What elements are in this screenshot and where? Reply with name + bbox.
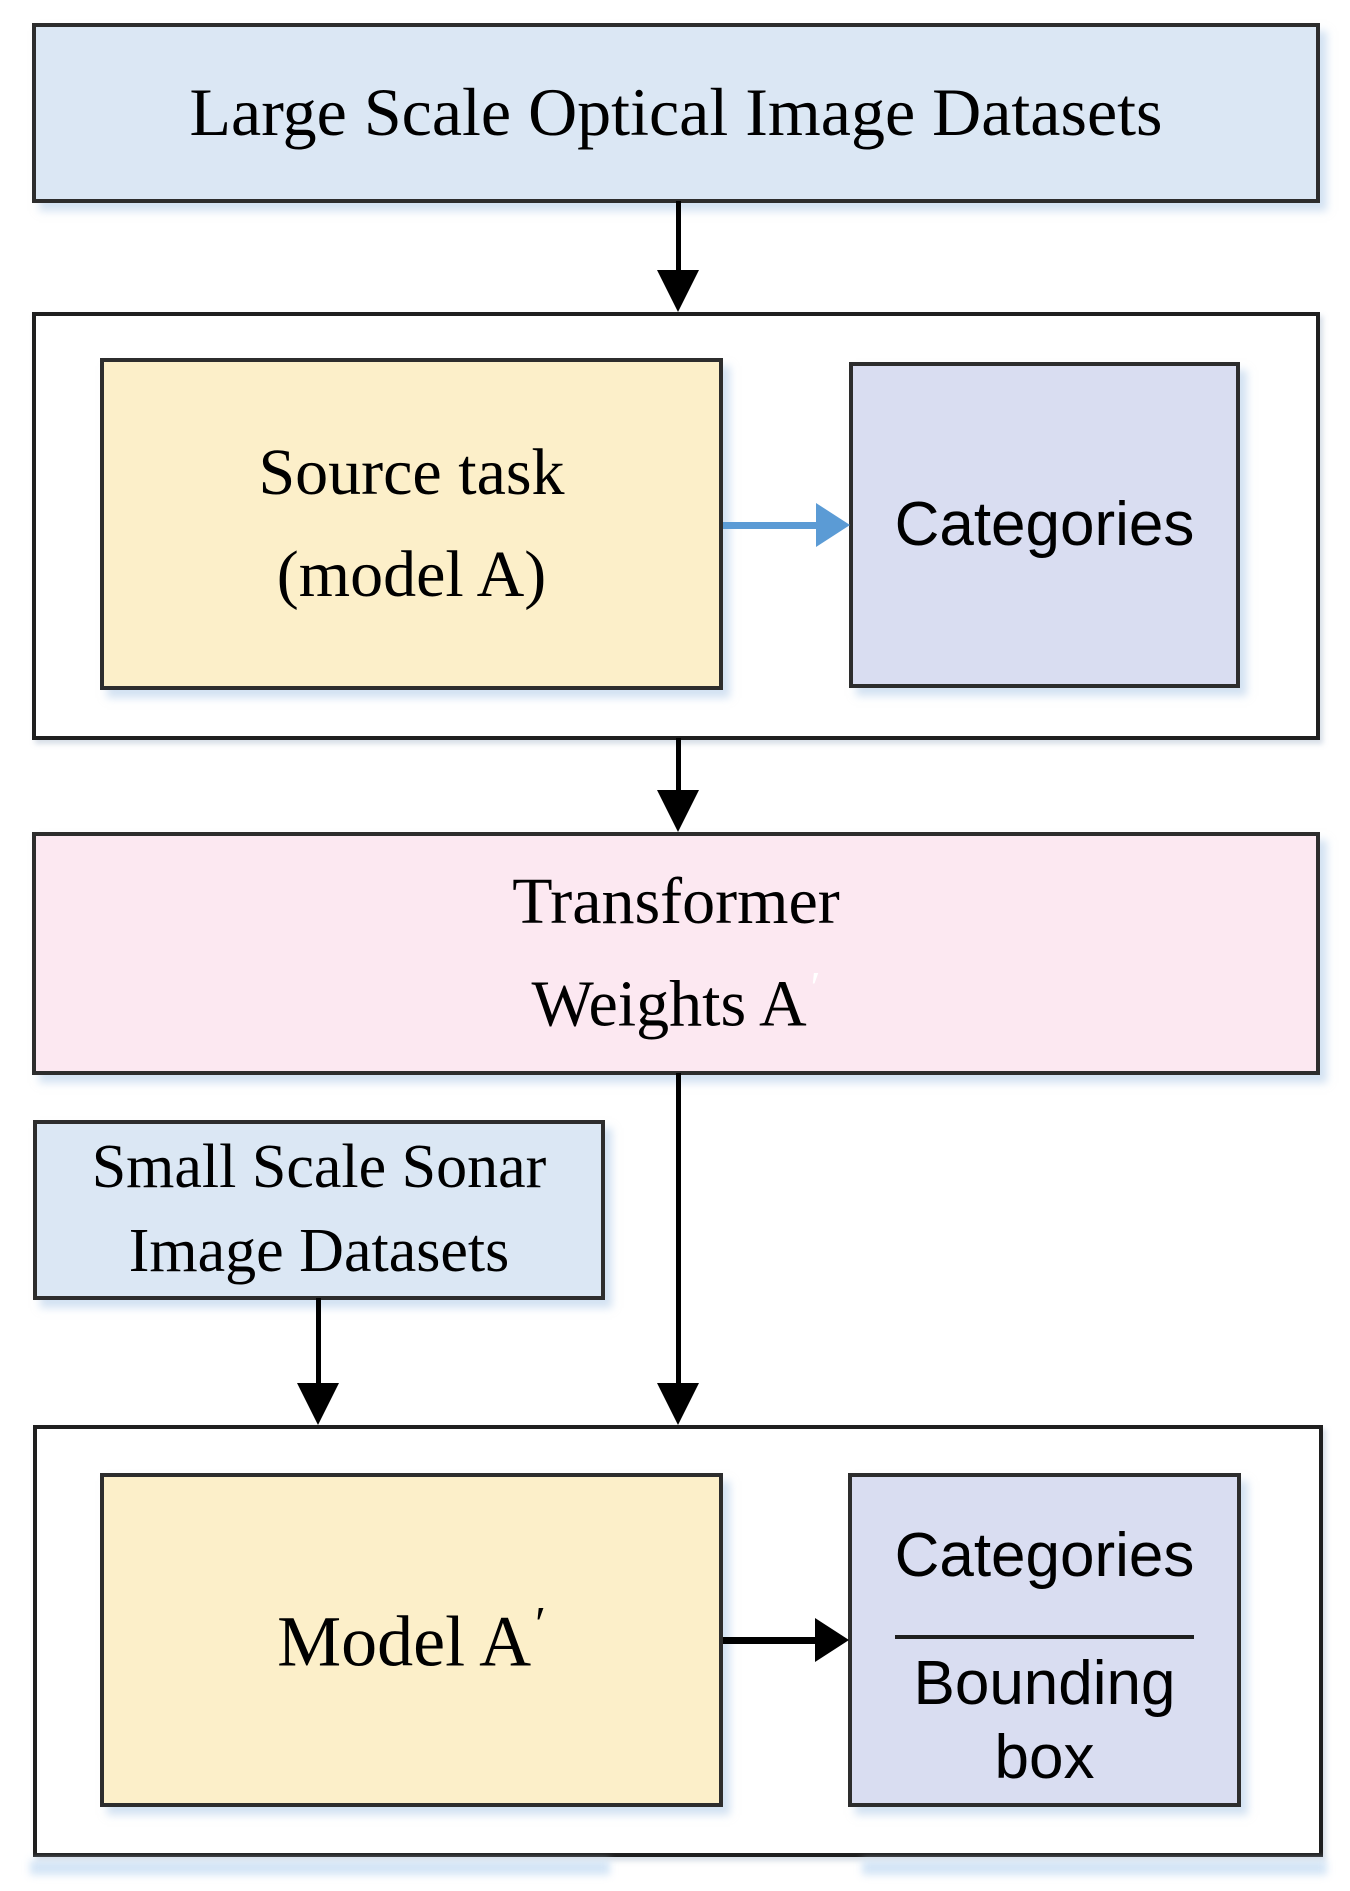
arrow-right-head-icon: [815, 1618, 849, 1662]
arrow-source-task-to-categories: [723, 503, 850, 547]
arrow-down-head-icon: [297, 1383, 339, 1425]
bounding-line2: box: [994, 1723, 1095, 1792]
arrow-model-to-outputs: [723, 1618, 849, 1662]
node-label-line2: Weights A′: [531, 953, 820, 1056]
arrow-shaft: [675, 738, 681, 790]
node-label: Bounding box: [913, 1647, 1175, 1796]
target-stage-container: Model A′ Categories Bounding box: [33, 1425, 1323, 1857]
arrow-sonar-to-target-stage: [296, 1298, 340, 1425]
arrow-transformer-to-target-stage: [656, 1073, 700, 1425]
node-label: Categories: [894, 489, 1195, 559]
arrow-right-head-icon: [816, 503, 850, 547]
node-model-a-prime: Model A′: [100, 1473, 723, 1807]
weights-prime-mark: ′: [810, 962, 821, 1013]
drop-shadow-strip: [862, 1860, 1327, 1875]
arrow-optical-to-source-stage: [656, 201, 700, 312]
node-label: Categories: [894, 1520, 1195, 1590]
arrow-shaft: [675, 1073, 681, 1383]
model-prime-mark: ′: [535, 1596, 546, 1652]
weights-label: Weights A: [531, 967, 807, 1041]
node-categories-source: Categories: [849, 362, 1240, 688]
node-categories-output: Categories: [894, 1477, 1195, 1639]
node-label-line2: Image Datasets: [128, 1217, 510, 1285]
node-label: Model A′: [277, 1595, 546, 1685]
node-large-scale-optical-datasets: Large Scale Optical Image Datasets: [32, 23, 1320, 203]
model-label: Model A: [277, 1601, 532, 1682]
arrow-shaft: [723, 521, 816, 529]
node-label-line2: (model A): [276, 538, 547, 611]
arrow-source-stage-to-transformer: [656, 738, 700, 832]
node-small-scale-sonar-datasets: Small Scale Sonar Image Datasets: [33, 1120, 605, 1300]
arrow-shaft: [315, 1298, 321, 1383]
arrow-down-head-icon: [657, 270, 699, 312]
arrow-shaft: [675, 201, 681, 270]
node-source-task: Source task (model A): [100, 358, 723, 690]
node-label-line1: Source task: [258, 435, 565, 509]
node-outputs-group: Categories Bounding box: [848, 1473, 1241, 1807]
node-label-line1: Transformer: [512, 865, 840, 939]
node-transformer-weights: Transformer Weights A′: [32, 832, 1320, 1075]
drop-shadow-strip: [30, 1860, 610, 1875]
source-stage-container: Source task (model A) Categories: [32, 312, 1320, 740]
arrow-down-head-icon: [657, 790, 699, 832]
node-label: Large Scale Optical Image Datasets: [189, 74, 1163, 151]
arrow-down-head-icon: [657, 1383, 699, 1425]
bounding-line1: Bounding: [913, 1648, 1176, 1718]
arrow-shaft: [723, 1636, 815, 1644]
node-label-line1: Small Scale Sonar: [91, 1133, 547, 1202]
node-bounding-box-output: Bounding box: [913, 1639, 1175, 1803]
